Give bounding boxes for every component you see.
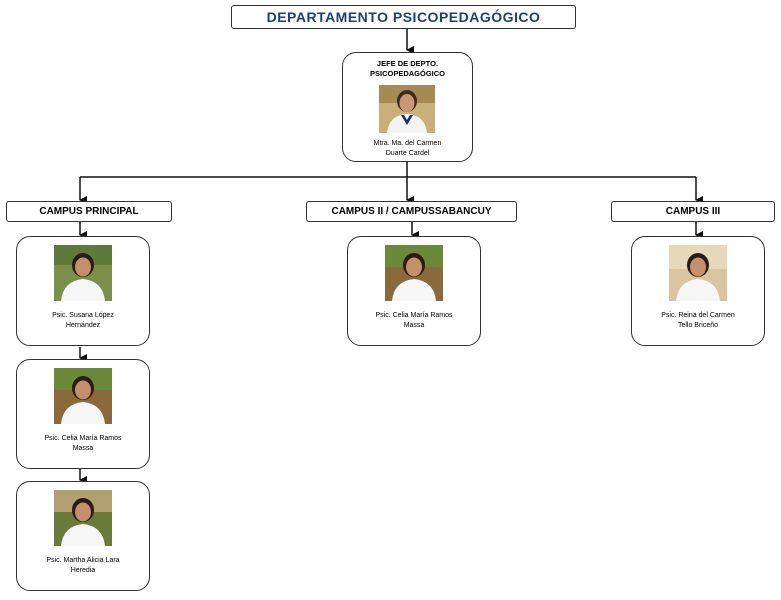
campus-principal-header: CAMPUS PRINCIPAL [6, 201, 172, 222]
staff-name: Psic. Martha Alicia Lara Heredia [46, 557, 120, 574]
staff-photo [54, 490, 112, 546]
staff-card: Psic. Celia María Ramos Massa [347, 236, 481, 346]
staff-card: Psic. Susana López Hernández [16, 236, 150, 346]
staff-photo [54, 245, 112, 301]
staff-card: Psic. Celia María Ramos Massa [16, 359, 150, 469]
campus-label: CAMPUS III [665, 206, 721, 217]
head-role: JEFE DE DEPTO. PSICOPEDAGÓGICO [369, 59, 445, 78]
department-head-card: JEFE DE DEPTO. PSICOPEDAGÓGICO Mtra. Ma.… [342, 52, 473, 162]
department-title-text: DEPARTAMENTO PSICOPEDAGÓGICO [266, 9, 541, 25]
campus-ii-header: CAMPUS II / CAMPUSSABANCUY [306, 201, 517, 222]
staff-card: Psic. Martha Alicia Lara Heredia [16, 481, 150, 591]
staff-photo [385, 245, 443, 301]
campus-iii-header: CAMPUS III [611, 201, 775, 222]
staff-name: Psic. Celia María Ramos Massa [375, 312, 453, 329]
head-photo [379, 85, 435, 133]
staff-photo [54, 368, 112, 424]
head-name: Mtra. Ma. del Carmen Duarte Cardel [373, 140, 442, 157]
staff-name: Psic. Reina del Carmen Tello Briceño [661, 312, 735, 329]
campus-label: CAMPUS PRINCIPAL [39, 206, 139, 217]
staff-name: Psic. Celia María Ramos Massa [44, 435, 122, 452]
department-title: DEPARTAMENTO PSICOPEDAGÓGICO [231, 5, 576, 29]
staff-name: Psic. Susana López Hernández [52, 312, 114, 329]
staff-card: Psic. Reina del Carmen Tello Briceño [631, 236, 765, 346]
staff-photo [669, 245, 727, 301]
campus-label: CAMPUS II / CAMPUSSABANCUY [331, 206, 492, 217]
